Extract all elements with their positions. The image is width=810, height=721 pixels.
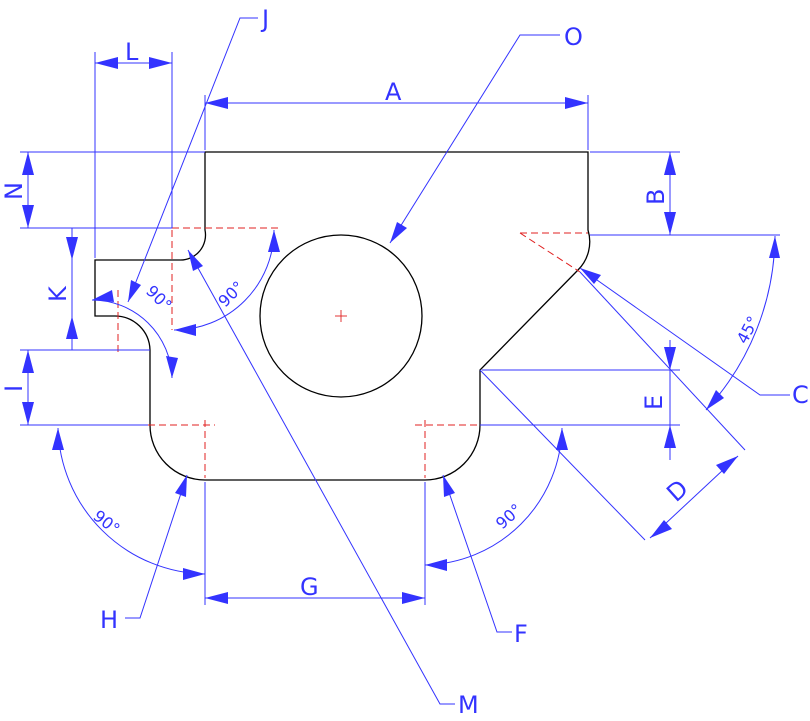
angle-label-bottom-right: 90°	[492, 500, 526, 533]
leader-c	[579, 267, 790, 396]
leader-h	[125, 474, 188, 619]
label-g: G	[300, 573, 319, 601]
dimension-n	[22, 152, 34, 228]
dimension-l	[95, 57, 172, 69]
label-j: J	[260, 5, 269, 33]
label-o: O	[564, 23, 583, 51]
part-outline	[94, 151, 591, 481]
leader-o	[389, 34, 560, 244]
label-b: B	[642, 189, 670, 205]
label-n: N	[0, 182, 28, 200]
dimension-a	[205, 97, 588, 109]
leader-m	[187, 249, 455, 705]
angle-arc-bottom-left	[52, 427, 206, 580]
label-a: A	[385, 78, 402, 106]
dimension-g	[205, 592, 425, 604]
angle-label-bottom-left: 90°	[90, 506, 124, 538]
extension-lines	[20, 52, 780, 605]
dimension-b	[664, 152, 676, 235]
angle-label-notch: 90°	[142, 281, 175, 314]
dimension-i	[22, 350, 34, 425]
angle-label-45: 45°	[733, 313, 763, 347]
label-c: C	[792, 381, 809, 409]
leader-j	[127, 17, 258, 303]
centerlines	[117, 227, 588, 478]
label-m: M	[458, 691, 479, 719]
dimension-d	[649, 455, 739, 539]
label-l: L	[125, 38, 139, 66]
label-h: H	[100, 606, 118, 634]
hole-center-mark	[335, 310, 347, 322]
label-i: I	[0, 385, 28, 392]
label-e: E	[640, 395, 668, 410]
angle-arc-notch	[91, 290, 178, 379]
label-f: F	[514, 620, 528, 648]
label-d: D	[661, 474, 693, 507]
angle-arc-bottom-right	[424, 427, 568, 571]
center-hole	[259, 234, 423, 398]
angle-arc-45	[705, 235, 780, 411]
leader-f	[442, 474, 512, 633]
dimension-k	[66, 228, 78, 350]
dimension-e	[664, 340, 676, 460]
label-k: K	[44, 285, 72, 302]
angle-arc-inner-fillet	[173, 229, 280, 336]
